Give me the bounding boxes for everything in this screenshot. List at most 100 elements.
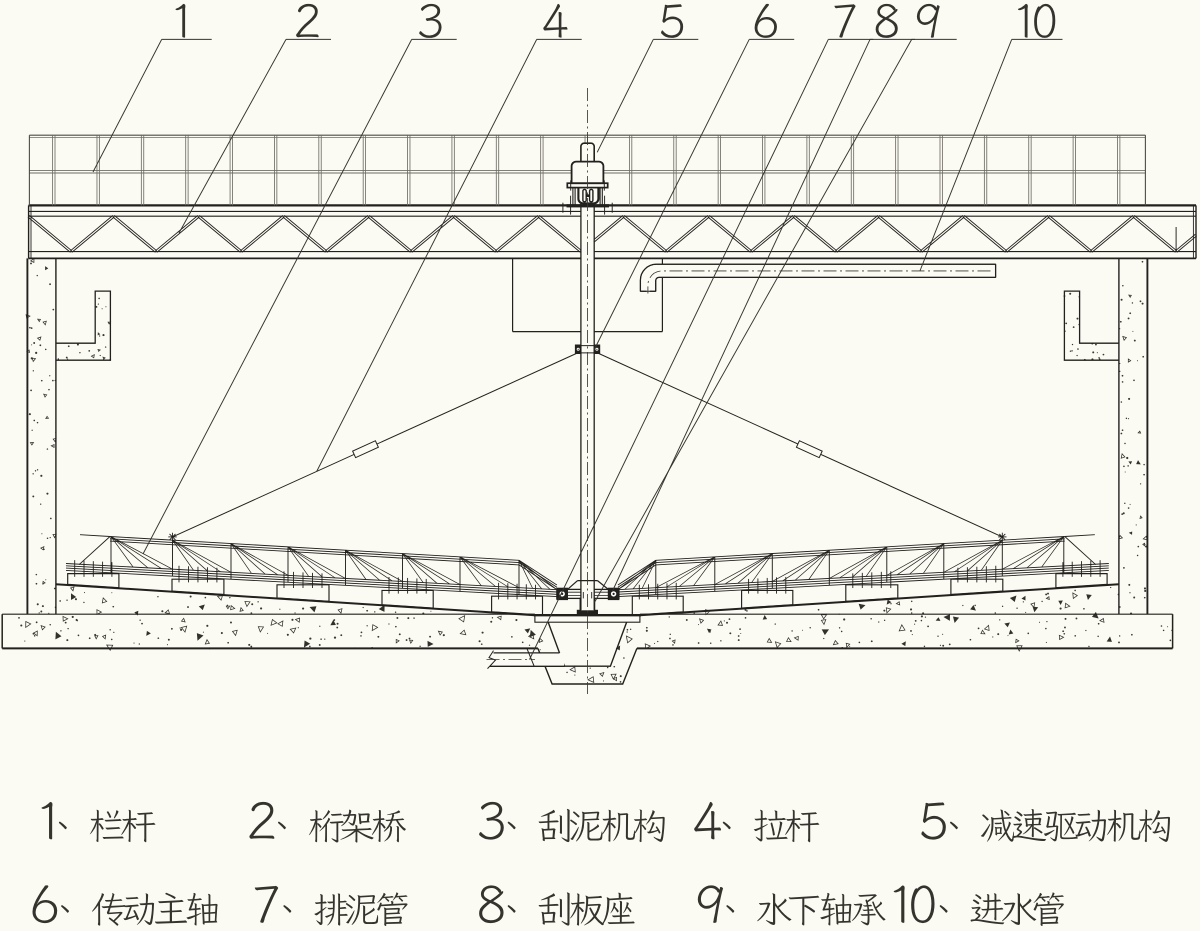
concrete-stipple — [9, 257, 1173, 684]
concrete-stipple-part — [569, 666, 576, 673]
concrete-stipple-part — [529, 629, 536, 638]
concrete-stipple-part — [645, 629, 648, 632]
scraper-mechanism-part — [896, 543, 944, 576]
concrete-stipple-part — [610, 673, 617, 680]
legend-item-7-part — [254, 885, 279, 923]
concrete-stipple-part — [1065, 330, 1067, 332]
scraper-mechanism-part — [459, 556, 509, 588]
scraper-mechanism-part — [172, 539, 208, 572]
concrete-stipple-part — [1008, 629, 1014, 635]
legend-item-8 — [479, 885, 635, 926]
scraper-mechanism-part — [172, 539, 221, 573]
legend-item-4-part — [694, 801, 721, 840]
concrete-stipple-part — [408, 637, 411, 640]
truss-bridge-part — [1091, 216, 1135, 253]
concrete-stipple-part — [41, 533, 43, 535]
concrete-stipple-part — [709, 631, 711, 633]
concrete-stipple-part — [823, 637, 825, 640]
truss-bridge-part — [878, 215, 923, 252]
truss-bridge-part — [326, 216, 370, 253]
concrete-stipple-part — [774, 623, 776, 625]
concrete-stipple-part — [67, 627, 69, 630]
scraper-mechanism-part — [794, 549, 830, 581]
concrete-stipple-part — [870, 618, 872, 620]
callout-10-part — [919, 39, 1013, 272]
scraper-mechanism-part — [737, 553, 773, 584]
concrete-stipple-part — [1124, 442, 1126, 445]
truss-bridge-part — [495, 215, 539, 252]
legend-item-2-part — [308, 810, 344, 843]
concrete-stipple-part — [697, 642, 700, 644]
truss-bridge-part — [920, 215, 964, 252]
concrete-stipple-part — [46, 448, 49, 450]
concrete-stipple-part — [1141, 260, 1144, 263]
concrete-stipple-part — [980, 629, 986, 635]
truss-bridge-part — [496, 216, 540, 253]
discharge-pipe-part — [492, 652, 564, 667]
scraper-mechanism-part — [518, 560, 551, 590]
concrete-stipple-part — [1045, 641, 1047, 643]
concrete-stipple-part — [766, 637, 773, 643]
truss-bridge-part — [1090, 215, 1134, 252]
concrete-stipple-part — [1131, 302, 1134, 304]
callout-10 — [919, 3, 1063, 272]
concrete-stipple-part — [71, 615, 74, 619]
callout-7-part — [834, 4, 856, 38]
truss-bridge-part — [792, 216, 836, 253]
concrete-stipple-part — [838, 627, 841, 629]
tie-rods-part — [169, 533, 176, 541]
callout-1 — [92, 3, 212, 173]
concrete-stipple-part — [48, 612, 50, 614]
concrete-stipple-part — [437, 630, 443, 636]
scraper-mechanism-part — [518, 559, 558, 586]
tie-rods-part — [567, 580, 578, 590]
concrete-stipple-part — [1097, 635, 1099, 638]
concrete-stipple-part — [939, 644, 942, 646]
concrete-stipple-part — [1072, 326, 1075, 329]
truss-bridge-part — [410, 215, 454, 252]
concrete-stipple-part — [1143, 587, 1147, 590]
legend-item-6-part — [186, 892, 218, 926]
concrete-stipple-part — [726, 621, 729, 624]
truss-bridge-part — [155, 215, 199, 252]
concrete-stipple-part — [333, 636, 337, 639]
concrete-stipple-part — [974, 604, 976, 607]
concrete-stipple-part — [39, 344, 42, 347]
concrete-stipple-part — [909, 608, 913, 611]
concrete-stipple-part — [697, 624, 700, 626]
concrete-stipple-part — [1092, 351, 1095, 354]
legend-item-3-part — [601, 809, 635, 842]
concrete-stipple-part — [395, 625, 397, 628]
concrete-stipple-part — [832, 639, 839, 646]
concrete-stipple-part — [935, 617, 941, 621]
concrete-stipple-part — [40, 546, 45, 551]
concrete-stipple-part — [1129, 592, 1131, 594]
legend-item-8-part — [479, 885, 504, 924]
concrete-stipple-part — [744, 608, 747, 611]
concrete-stipple-part — [870, 640, 873, 643]
scraper-mechanism-part — [617, 564, 657, 590]
concrete-stipple-part — [76, 619, 78, 622]
legend-item-1-part — [58, 821, 67, 830]
scraper-mechanism-part — [518, 560, 543, 590]
scraper-mechanism-part — [287, 546, 336, 579]
truss-bridge-part — [70, 215, 114, 252]
concrete-stipple-part — [45, 415, 50, 419]
scraper-mechanism-part — [617, 560, 657, 590]
concrete-stipple-part — [948, 643, 951, 646]
concrete-stipple-part — [270, 618, 278, 626]
concrete-stipple-part — [1119, 320, 1122, 323]
concrete-stipple-part — [1135, 524, 1137, 526]
concrete-stipple-part — [25, 620, 32, 629]
scraper-mechanism-part — [617, 559, 657, 586]
concrete-stipple-part — [267, 632, 269, 634]
callout-4-part — [316, 39, 538, 472]
concrete-stipple-part — [1124, 471, 1126, 473]
concrete-stipple-part — [480, 643, 483, 645]
truss-bridge-part — [1047, 216, 1091, 253]
callout-4-part — [543, 3, 568, 38]
concrete-stipple-part — [817, 608, 820, 611]
legend-item-9-part — [697, 885, 724, 923]
concrete-stipple-part — [883, 619, 886, 622]
concrete-stipple-part — [911, 634, 913, 636]
